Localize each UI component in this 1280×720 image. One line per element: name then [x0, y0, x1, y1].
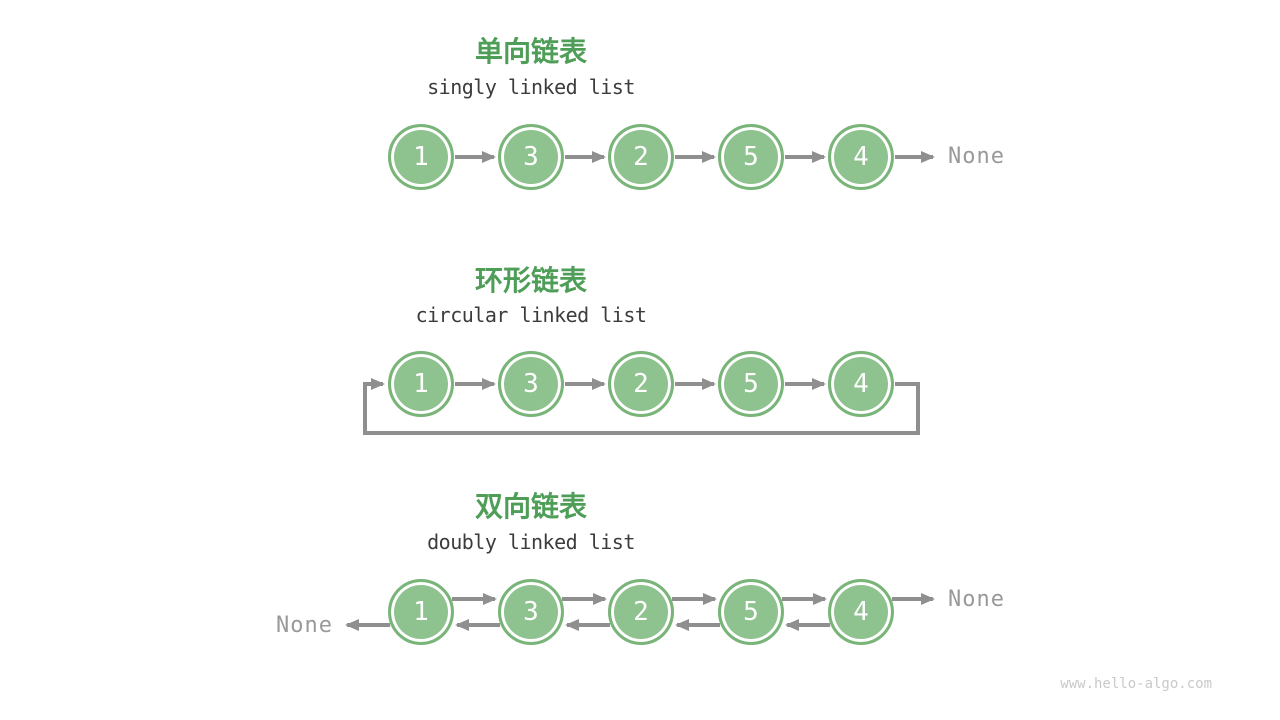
doubly-tail-none-label: None [948, 587, 1005, 612]
doubly-arrows [345, 593, 935, 631]
singly-node: 2 [608, 124, 674, 190]
circular-title-zh: 环形链表 [474, 264, 587, 297]
circular-node: 5 [718, 351, 784, 417]
singly-node: 4 [828, 124, 894, 190]
singly-title-zh: 单向链表 [474, 35, 587, 68]
singly-title-en: singly linked list [427, 75, 635, 99]
doubly-title-zh: 双向链表 [474, 490, 587, 523]
circular-node: 3 [498, 351, 564, 417]
watermark: www.hello-algo.com [1060, 676, 1212, 692]
circular-node: 2 [608, 351, 674, 417]
circular-node: 1 [388, 351, 454, 417]
doubly-node: 5 [718, 579, 784, 645]
singly-node: 5 [718, 124, 784, 190]
loop-back-arrow [363, 378, 920, 435]
doubly-head-none-label: None [276, 613, 333, 638]
doubly-node: 2 [608, 579, 674, 645]
doubly-node: 4 [828, 579, 894, 645]
doubly-node: 1 [388, 579, 454, 645]
singly-node: 3 [498, 124, 564, 190]
circular-node: 4 [828, 351, 894, 417]
circular-title-en: circular linked list [415, 303, 647, 327]
singly-node: 1 [388, 124, 454, 190]
circular-arrows [363, 378, 920, 435]
doubly-node: 3 [498, 579, 564, 645]
doubly-title-en: doubly linked list [427, 530, 635, 554]
singly-none-label: None [948, 144, 1005, 169]
